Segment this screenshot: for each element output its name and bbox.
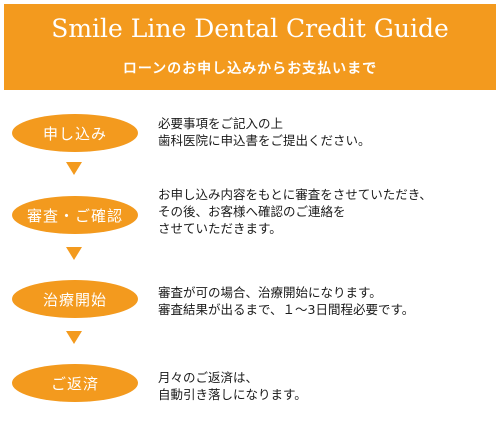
down-arrow-icon	[66, 162, 82, 175]
step-3-line-1: 審査が可の場合、治療開始になります。	[158, 285, 382, 300]
step-2-line-3: させていただきます。	[158, 221, 282, 236]
step-2-label: 審査・ご確認	[26, 206, 123, 225]
step-2-line-2: その後、お客様へ確認のご連絡を	[158, 204, 346, 219]
step-4-line-1: 月々のご返済は、	[158, 370, 259, 385]
step-1-badge: 申し込み	[12, 114, 138, 152]
step-3-description: 審査が可の場合、治療開始になります。 審査結果が出るまで、１～3日間程必要です。	[158, 284, 494, 318]
step-4-line-2: 自動引き落しになります。	[158, 387, 307, 402]
down-arrow-icon	[66, 247, 82, 260]
step-4-badge: ご返済	[12, 364, 138, 402]
step-2-badge: 審査・ご確認	[12, 196, 138, 234]
step-1-label: 申し込み	[42, 124, 107, 143]
step-1-line-1: 必要事項をご記入の上	[158, 116, 284, 131]
step-2-description: お申し込み内容をもとに審査をさせていただき、 その後、お客様へ確認のご連絡を さ…	[158, 186, 494, 237]
header-banner: Smile Line Dental Credit Guide ローンのお申し込み…	[4, 4, 496, 90]
step-3-badge: 治療開始	[12, 280, 138, 318]
step-1-description: 必要事項をご記入の上 歯科医院に申込書をご提出ください。	[158, 115, 494, 149]
down-arrow-icon	[66, 331, 82, 344]
page-subtitle: ローンのお申し込みからお支払いまで	[122, 61, 378, 77]
step-3-line-2: 審査結果が出るまで、１～3日間程必要です。	[158, 302, 415, 317]
step-2-line-1: お申し込み内容をもとに審査をさせていただき、	[158, 187, 432, 202]
step-3-label: 治療開始	[42, 290, 107, 309]
page-title: Smile Line Dental Credit Guide	[51, 14, 449, 43]
step-4-label: ご返済	[50, 374, 99, 393]
step-1-line-2: 歯科医院に申込書をご提出ください。	[158, 133, 371, 148]
step-4-description: 月々のご返済は、 自動引き落しになります。	[158, 369, 494, 403]
